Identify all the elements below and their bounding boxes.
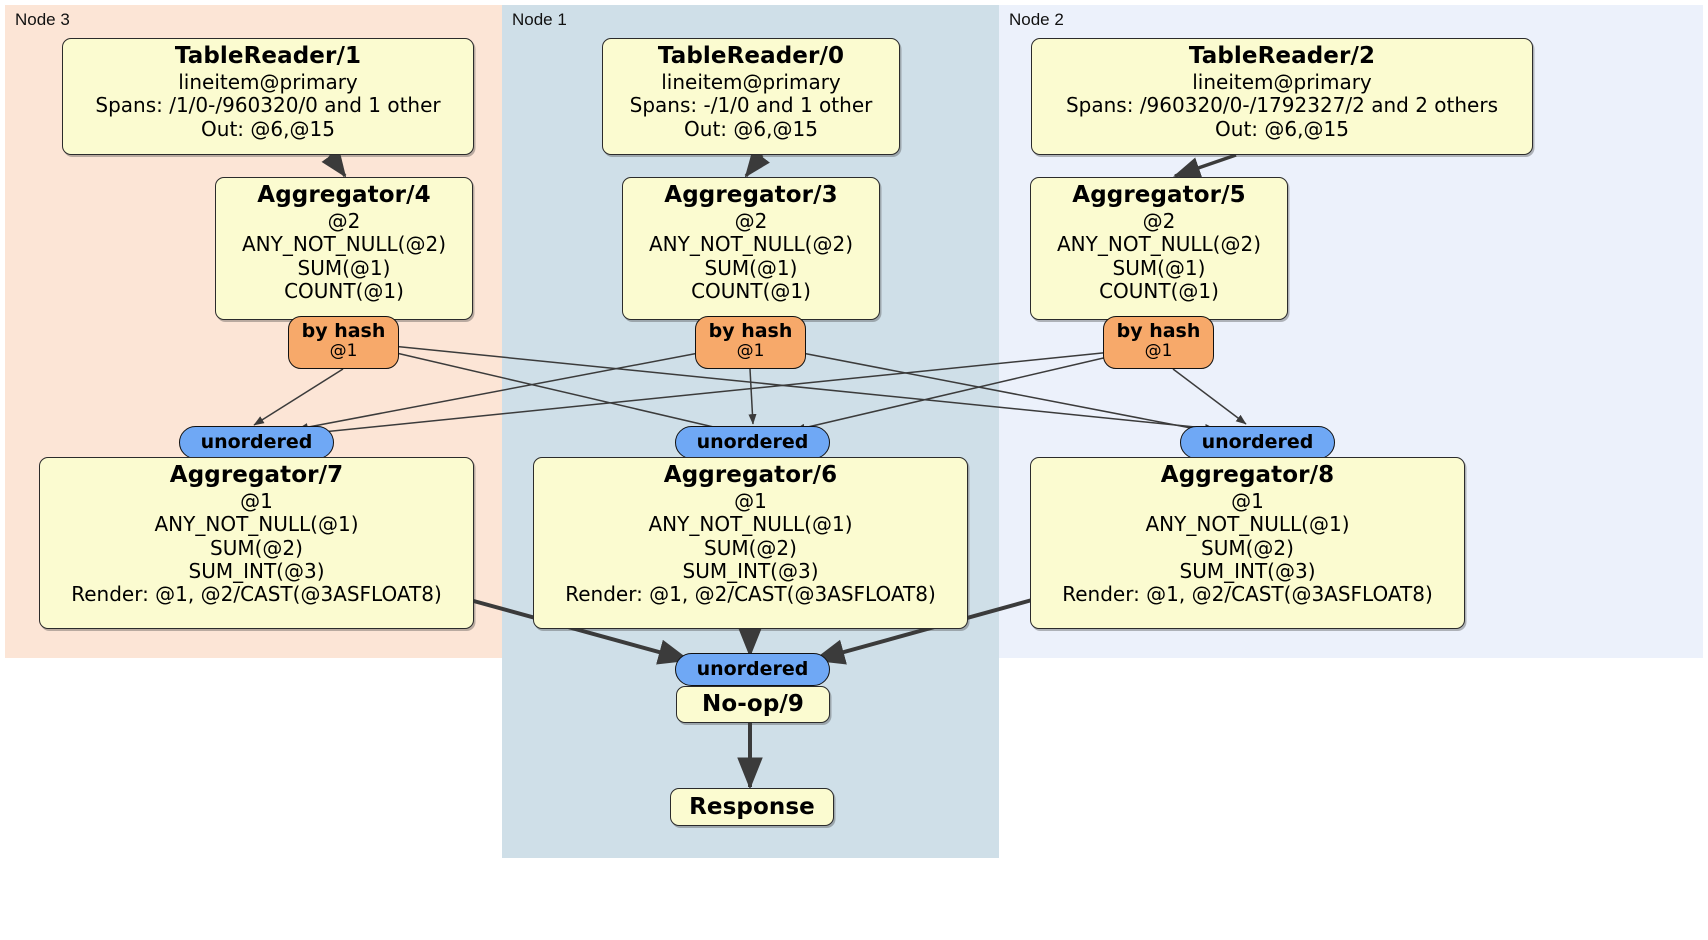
processor-title: Response xyxy=(689,793,815,820)
processor-detail-line: SUM(@1) xyxy=(1112,255,1206,280)
processor-detail-line: ANY_NOT_NULL(@2) xyxy=(242,232,446,257)
processor-title: No-op/9 xyxy=(702,691,804,718)
processor-title: Aggregator/3 xyxy=(664,182,838,208)
synchronizer-unordered-right[interactable]: unordered xyxy=(1180,426,1335,459)
processor-detail-line: @1 xyxy=(240,488,273,513)
processor-detail-line: @1 xyxy=(1231,488,1264,513)
synchronizer-label: unordered xyxy=(1201,431,1314,454)
processor-title: TableReader/2 xyxy=(1188,43,1376,69)
synchronizer-unordered-center[interactable]: unordered xyxy=(675,426,830,459)
processor-detail-line: Spans: -/1/0 and 1 other xyxy=(629,93,873,118)
synchronizer-label: unordered xyxy=(200,431,313,454)
processor-title: Aggregator/7 xyxy=(169,462,344,488)
partition-label-node-3: Node 3 xyxy=(15,10,70,29)
router-label: by hash xyxy=(301,320,386,342)
processor-detail-line: SUM(@2) xyxy=(1201,535,1294,560)
processor-table-reader-2[interactable]: TableReader/2 lineitem@primary Spans: /9… xyxy=(1031,38,1533,155)
processor-detail-line: @2 xyxy=(734,208,768,233)
processor-response[interactable]: Response xyxy=(670,788,834,826)
processor-detail-line: Spans: /960320/0-/1792327/2 and 2 others xyxy=(1065,93,1498,118)
processor-detail-line: ANY_NOT_NULL(@1) xyxy=(648,512,853,537)
processor-detail-line: ANY_NOT_NULL(@2) xyxy=(1057,232,1261,257)
processor-detail-line: SUM_INT(@3) xyxy=(188,559,325,584)
synchronizer-label: unordered xyxy=(696,431,809,454)
processor-detail-line: COUNT(@1) xyxy=(1099,279,1219,304)
processor-detail-line: SUM(@1) xyxy=(297,255,391,280)
processor-detail-line: Render: @1, @2/CAST(@3ASFLOAT8) xyxy=(71,582,442,607)
router-by-hash-center[interactable]: by hash @1 xyxy=(695,316,806,369)
processor-title: Aggregator/6 xyxy=(663,462,838,488)
synchronizer-unordered-final[interactable]: unordered xyxy=(675,653,830,686)
synchronizer-label: unordered xyxy=(696,658,809,681)
processor-detail-line: Render: @1, @2/CAST(@3ASFLOAT8) xyxy=(565,582,936,607)
processor-detail-line: lineitem@primary xyxy=(1192,69,1372,94)
processor-title: TableReader/1 xyxy=(174,43,362,69)
router-by-hash-right[interactable]: by hash @1 xyxy=(1103,316,1214,369)
processor-detail-line: SUM(@2) xyxy=(704,535,797,560)
processor-aggregator-6[interactable]: Aggregator/6 @1 ANY_NOT_NULL(@1) SUM(@2)… xyxy=(533,457,968,629)
router-sublabel: @1 xyxy=(329,340,358,361)
processor-title: Aggregator/4 xyxy=(257,182,431,208)
router-sublabel: @1 xyxy=(736,340,765,361)
processor-detail-line: Spans: /1/0-/960320/0 and 1 other xyxy=(95,93,441,118)
processor-detail-line: Out: @6,@15 xyxy=(684,116,818,141)
processor-detail-line: Out: @6,@15 xyxy=(201,116,335,141)
processor-aggregator-8[interactable]: Aggregator/8 @1 ANY_NOT_NULL(@1) SUM(@2)… xyxy=(1030,457,1465,629)
processor-detail-line: @1 xyxy=(734,488,767,513)
processor-aggregator-7[interactable]: Aggregator/7 @1 ANY_NOT_NULL(@1) SUM(@2)… xyxy=(39,457,474,629)
processor-title: TableReader/0 xyxy=(657,43,845,69)
router-by-hash-left[interactable]: by hash @1 xyxy=(288,316,399,369)
partition-label-node-1: Node 1 xyxy=(512,10,567,29)
partition-label-node-2: Node 2 xyxy=(1009,10,1064,29)
processor-detail-line: lineitem@primary xyxy=(661,69,841,94)
processor-detail-line: @2 xyxy=(1142,208,1176,233)
processor-detail-line: SUM_INT(@3) xyxy=(682,559,819,584)
router-label: by hash xyxy=(708,320,793,342)
router-sublabel: @1 xyxy=(1144,340,1173,361)
processor-detail-line: COUNT(@1) xyxy=(691,279,811,304)
processor-aggregator-5[interactable]: Aggregator/5 @2 ANY_NOT_NULL(@2) SUM(@1)… xyxy=(1030,177,1288,320)
processor-detail-line: @2 xyxy=(327,208,361,233)
processor-aggregator-3[interactable]: Aggregator/3 @2 ANY_NOT_NULL(@2) SUM(@1)… xyxy=(622,177,880,320)
processor-detail-line: SUM_INT(@3) xyxy=(1179,559,1316,584)
processor-detail-line: lineitem@primary xyxy=(178,69,358,94)
router-label: by hash xyxy=(1116,320,1201,342)
processor-detail-line: COUNT(@1) xyxy=(284,279,404,304)
processor-title: Aggregator/5 xyxy=(1072,182,1246,208)
processor-detail-line: SUM(@1) xyxy=(704,255,798,280)
processor-aggregator-4[interactable]: Aggregator/4 @2 ANY_NOT_NULL(@2) SUM(@1)… xyxy=(215,177,473,320)
processor-no-op-9[interactable]: No-op/9 xyxy=(676,686,830,723)
processor-detail-line: ANY_NOT_NULL(@1) xyxy=(1145,512,1350,537)
processor-table-reader-1[interactable]: TableReader/1 lineitem@primary Spans: /1… xyxy=(62,38,474,155)
processor-title: Aggregator/8 xyxy=(1160,462,1335,488)
processor-detail-line: ANY_NOT_NULL(@2) xyxy=(649,232,853,257)
synchronizer-unordered-left[interactable]: unordered xyxy=(179,426,334,459)
processor-detail-line: ANY_NOT_NULL(@1) xyxy=(154,512,359,537)
processor-table-reader-0[interactable]: TableReader/0 lineitem@primary Spans: -/… xyxy=(602,38,900,155)
processor-detail-line: SUM(@2) xyxy=(210,535,303,560)
processor-detail-line: Out: @6,@15 xyxy=(1215,116,1349,141)
processor-detail-line: Render: @1, @2/CAST(@3ASFLOAT8) xyxy=(1062,582,1433,607)
